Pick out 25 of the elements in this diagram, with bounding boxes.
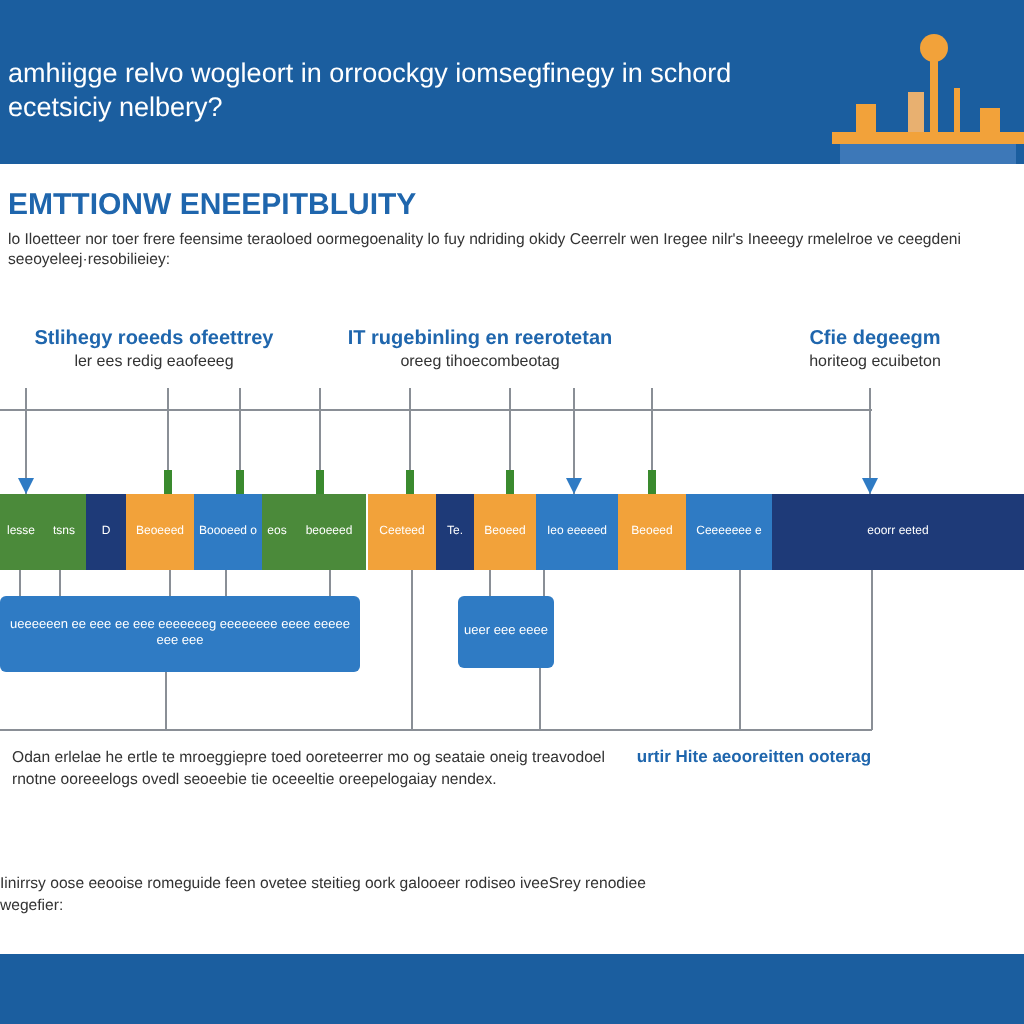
group-heading: IT rugebinling en reerotetan <box>345 328 615 352</box>
connector-line <box>236 387 244 495</box>
highlight-note: urtir Hite aeooreitten ooterag <box>636 746 872 768</box>
connector-line <box>169 569 171 597</box>
connector-line <box>19 569 21 597</box>
connector-line <box>506 387 514 495</box>
connector-line <box>329 569 331 597</box>
heading-subtitle: oreeg tihoecombeotag <box>398 352 562 372</box>
section-heading: EMTTIONW ENEEPITBLUITY <box>8 188 419 222</box>
heading-subtitle: horiteog ecuibeton <box>807 352 943 372</box>
connector-line <box>543 569 545 597</box>
heading-subtitle: ler ees redig eaofeeeg <box>72 352 236 372</box>
page-title: amhiigge relvo wogleort in orroockgy iomsegfinegy in schord ecetsiciy nelbery? <box>8 56 734 124</box>
connector-line <box>648 387 656 495</box>
group-heading: Cfie degeegm <box>807 328 943 352</box>
connector-line <box>59 569 61 597</box>
connector-line <box>225 569 227 597</box>
connector-line <box>489 569 491 597</box>
connector-line <box>316 387 324 495</box>
connector-line <box>566 387 582 495</box>
connector-line <box>406 387 414 495</box>
connector-line <box>164 387 172 495</box>
connector-line <box>18 387 34 495</box>
group-heading: Stlihegy roeeds ofeettrey <box>32 328 276 352</box>
connector-line <box>862 387 878 495</box>
